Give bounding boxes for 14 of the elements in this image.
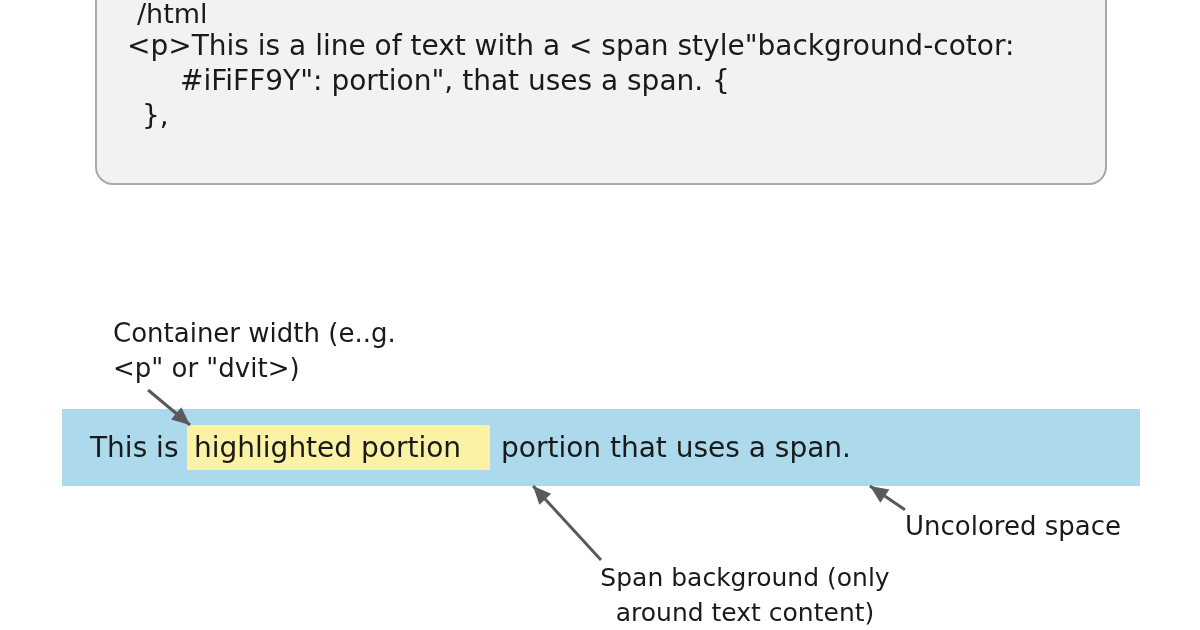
annotation-text: Container width (e..g. <p" or "dvit>)	[113, 316, 413, 390]
code-line: <p>This is a line of text with a < span style"background-cotor: #iFiFF9Y": portion", that uses a span. {	[127, 28, 1016, 98]
leader-arrow	[869, 484, 906, 512]
band-text: This is	[90, 430, 179, 466]
highlighted-span: highlighted portion	[187, 425, 490, 470]
annotation-text: Uncolored space	[905, 508, 1130, 544]
code-line: /html	[137, 0, 209, 30]
container-band	[62, 409, 1140, 486]
code-line: },	[142, 98, 170, 133]
annotation-text: Span background (only around text content)	[595, 560, 895, 630]
code-box	[95, 0, 1107, 185]
leader-arrow	[532, 485, 603, 561]
band-text: portion that uses a span.	[501, 430, 851, 466]
leader-arrow	[147, 388, 191, 427]
